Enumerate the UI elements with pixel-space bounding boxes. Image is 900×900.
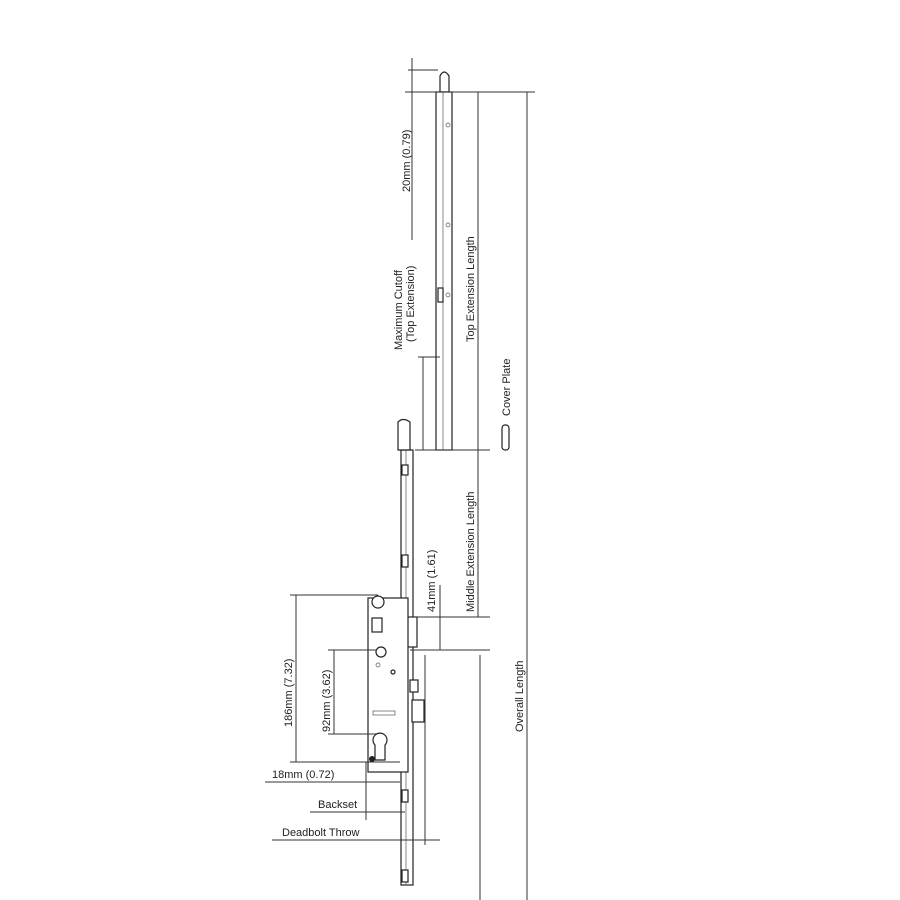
deadbolt-throw-label: Deadbolt Throw (282, 827, 360, 839)
dim-186mm-label: 186mm (7.32) (283, 659, 295, 727)
lock-case (367, 595, 409, 773)
dimension-lines (265, 58, 535, 900)
dim-41mm-label: 41mm (1.61) (426, 550, 438, 612)
backset-label: Backset (318, 799, 357, 811)
dim-18mm-label: 18mm (0.72) (272, 769, 334, 781)
dim-92mm-label: 92mm (3.62) (321, 670, 333, 732)
max-cutoff-label-line1: Maximum Cutoff (393, 269, 405, 350)
top-extension-rod (435, 71, 453, 451)
max-cutoff-label-line2: (Top Extension) (405, 266, 417, 342)
middle-extension-length-label: Middle Extension Length (465, 492, 477, 612)
dim-20mm-label: 20mm (0.79) (401, 130, 413, 192)
cover-plate-label: Cover Plate (501, 359, 513, 416)
top-extension-length-label: Top Extension Length (465, 236, 477, 342)
overall-length-label: Overall Length (514, 660, 526, 732)
cover-plate-icon (501, 424, 510, 451)
